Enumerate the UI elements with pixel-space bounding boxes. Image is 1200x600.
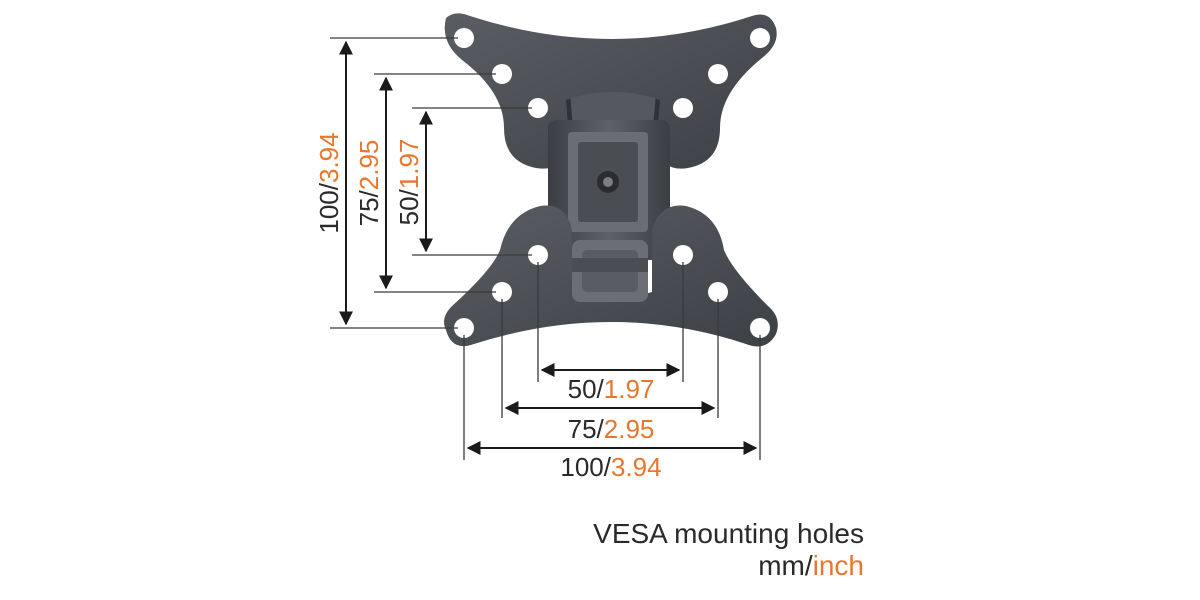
mount-hole — [673, 245, 693, 265]
dim-label-75-vertical: 75/2.95 — [354, 140, 384, 227]
mount-hole — [750, 28, 770, 48]
vertical-dimensions: 100/3.94 75/2.95 50/1.97 — [314, 37, 532, 329]
unit-separator: / — [804, 550, 813, 581]
mount-hole — [750, 318, 770, 338]
wall-bracket-image — [444, 13, 778, 347]
mount-hole — [454, 28, 474, 48]
mount-hole — [528, 98, 548, 118]
mount-hole — [492, 64, 512, 84]
dim-label-100-vertical: 100/3.94 — [314, 132, 344, 233]
dim-label-100-horizontal: 100/3.94 — [560, 452, 661, 482]
dim-label-50-horizontal: 50/1.97 — [568, 374, 655, 404]
top-plate — [444, 13, 777, 169]
mount-hole — [492, 282, 512, 302]
mount-hole — [528, 245, 548, 265]
caption-title: VESA mounting holes — [593, 518, 864, 549]
dim-label-75-horizontal: 75/2.95 — [568, 414, 655, 444]
mount-hole — [673, 98, 693, 118]
unit-mm: mm — [758, 550, 805, 581]
unit-inch: inch — [812, 550, 864, 581]
bottom-plate — [444, 205, 778, 347]
caption-units: mm/inch — [758, 550, 864, 582]
mount-hole — [454, 318, 474, 338]
mount-hole — [708, 64, 728, 84]
dim-label-50-vertical: 50/1.97 — [394, 139, 424, 226]
mount-hole — [708, 282, 728, 302]
horizontal-dimensions: 50/1.97 75/2.95 100/3.94 — [463, 262, 761, 482]
